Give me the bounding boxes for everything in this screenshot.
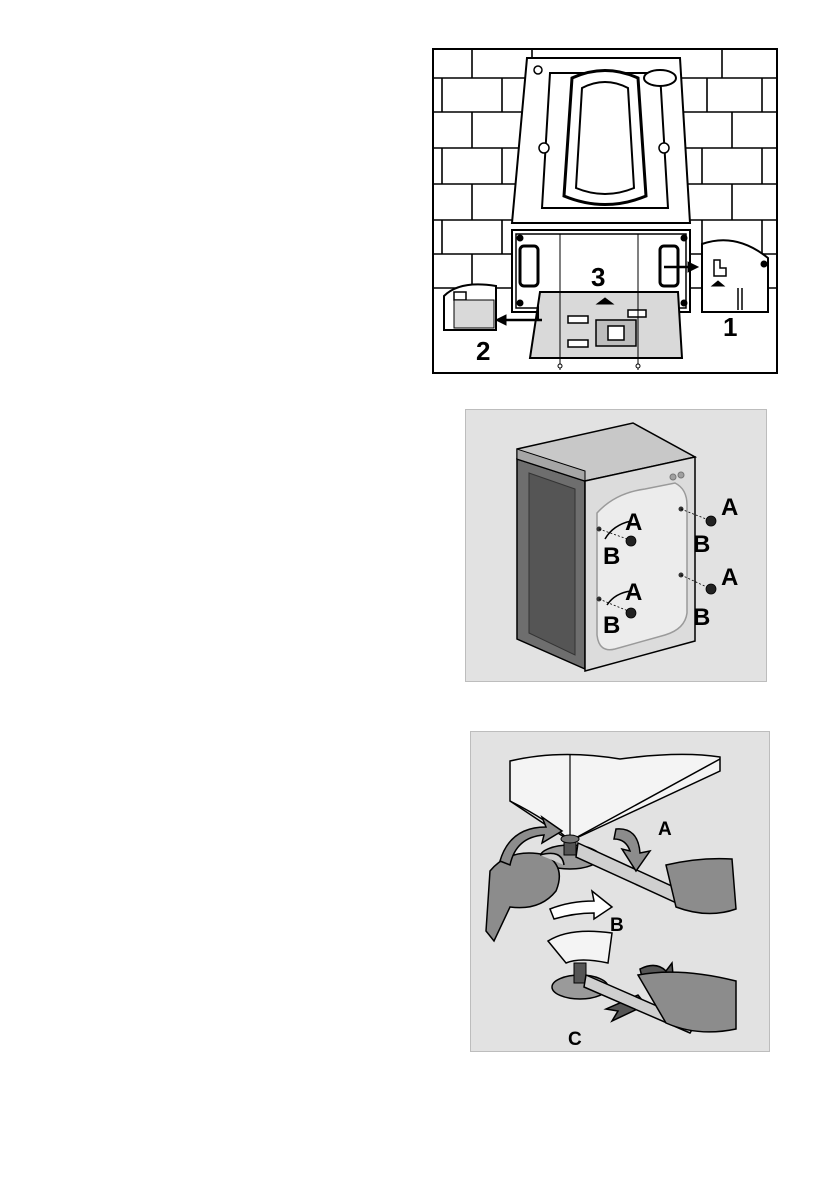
foot-adjustment-illustration: A B C: [470, 731, 770, 1052]
bracket-removal-illustration: 1 2 3: [432, 48, 778, 374]
label-bolt-a: A: [721, 494, 738, 521]
label-bolt-a: A: [721, 564, 738, 591]
step-label-1: 1: [723, 312, 737, 342]
step-label-3: 3: [591, 262, 605, 292]
detail-callout-right: [702, 240, 768, 312]
figure-foot-adjustment: A B C: [470, 731, 770, 1052]
label-spacer-b: B: [603, 543, 620, 570]
label-bolt-a: A: [625, 579, 642, 606]
label-step-b: B: [610, 915, 624, 936]
label-spacer-b: B: [693, 531, 710, 558]
label-step-c: C: [568, 1029, 582, 1050]
figure-bracket-removal: 1 2 3: [432, 48, 778, 374]
label-bolt-a: A: [625, 509, 642, 536]
detail-callout-left: [444, 284, 496, 330]
label-spacer-b: B: [693, 604, 710, 631]
step-label-2: 2: [476, 336, 490, 366]
transport-bolts-illustration: A B A B A B A B: [465, 409, 767, 682]
label-step-a: A: [658, 819, 672, 840]
machine-top: [512, 58, 690, 223]
label-spacer-b: B: [603, 612, 620, 639]
figure-transport-bolts: A B A B A B A B: [465, 409, 767, 682]
